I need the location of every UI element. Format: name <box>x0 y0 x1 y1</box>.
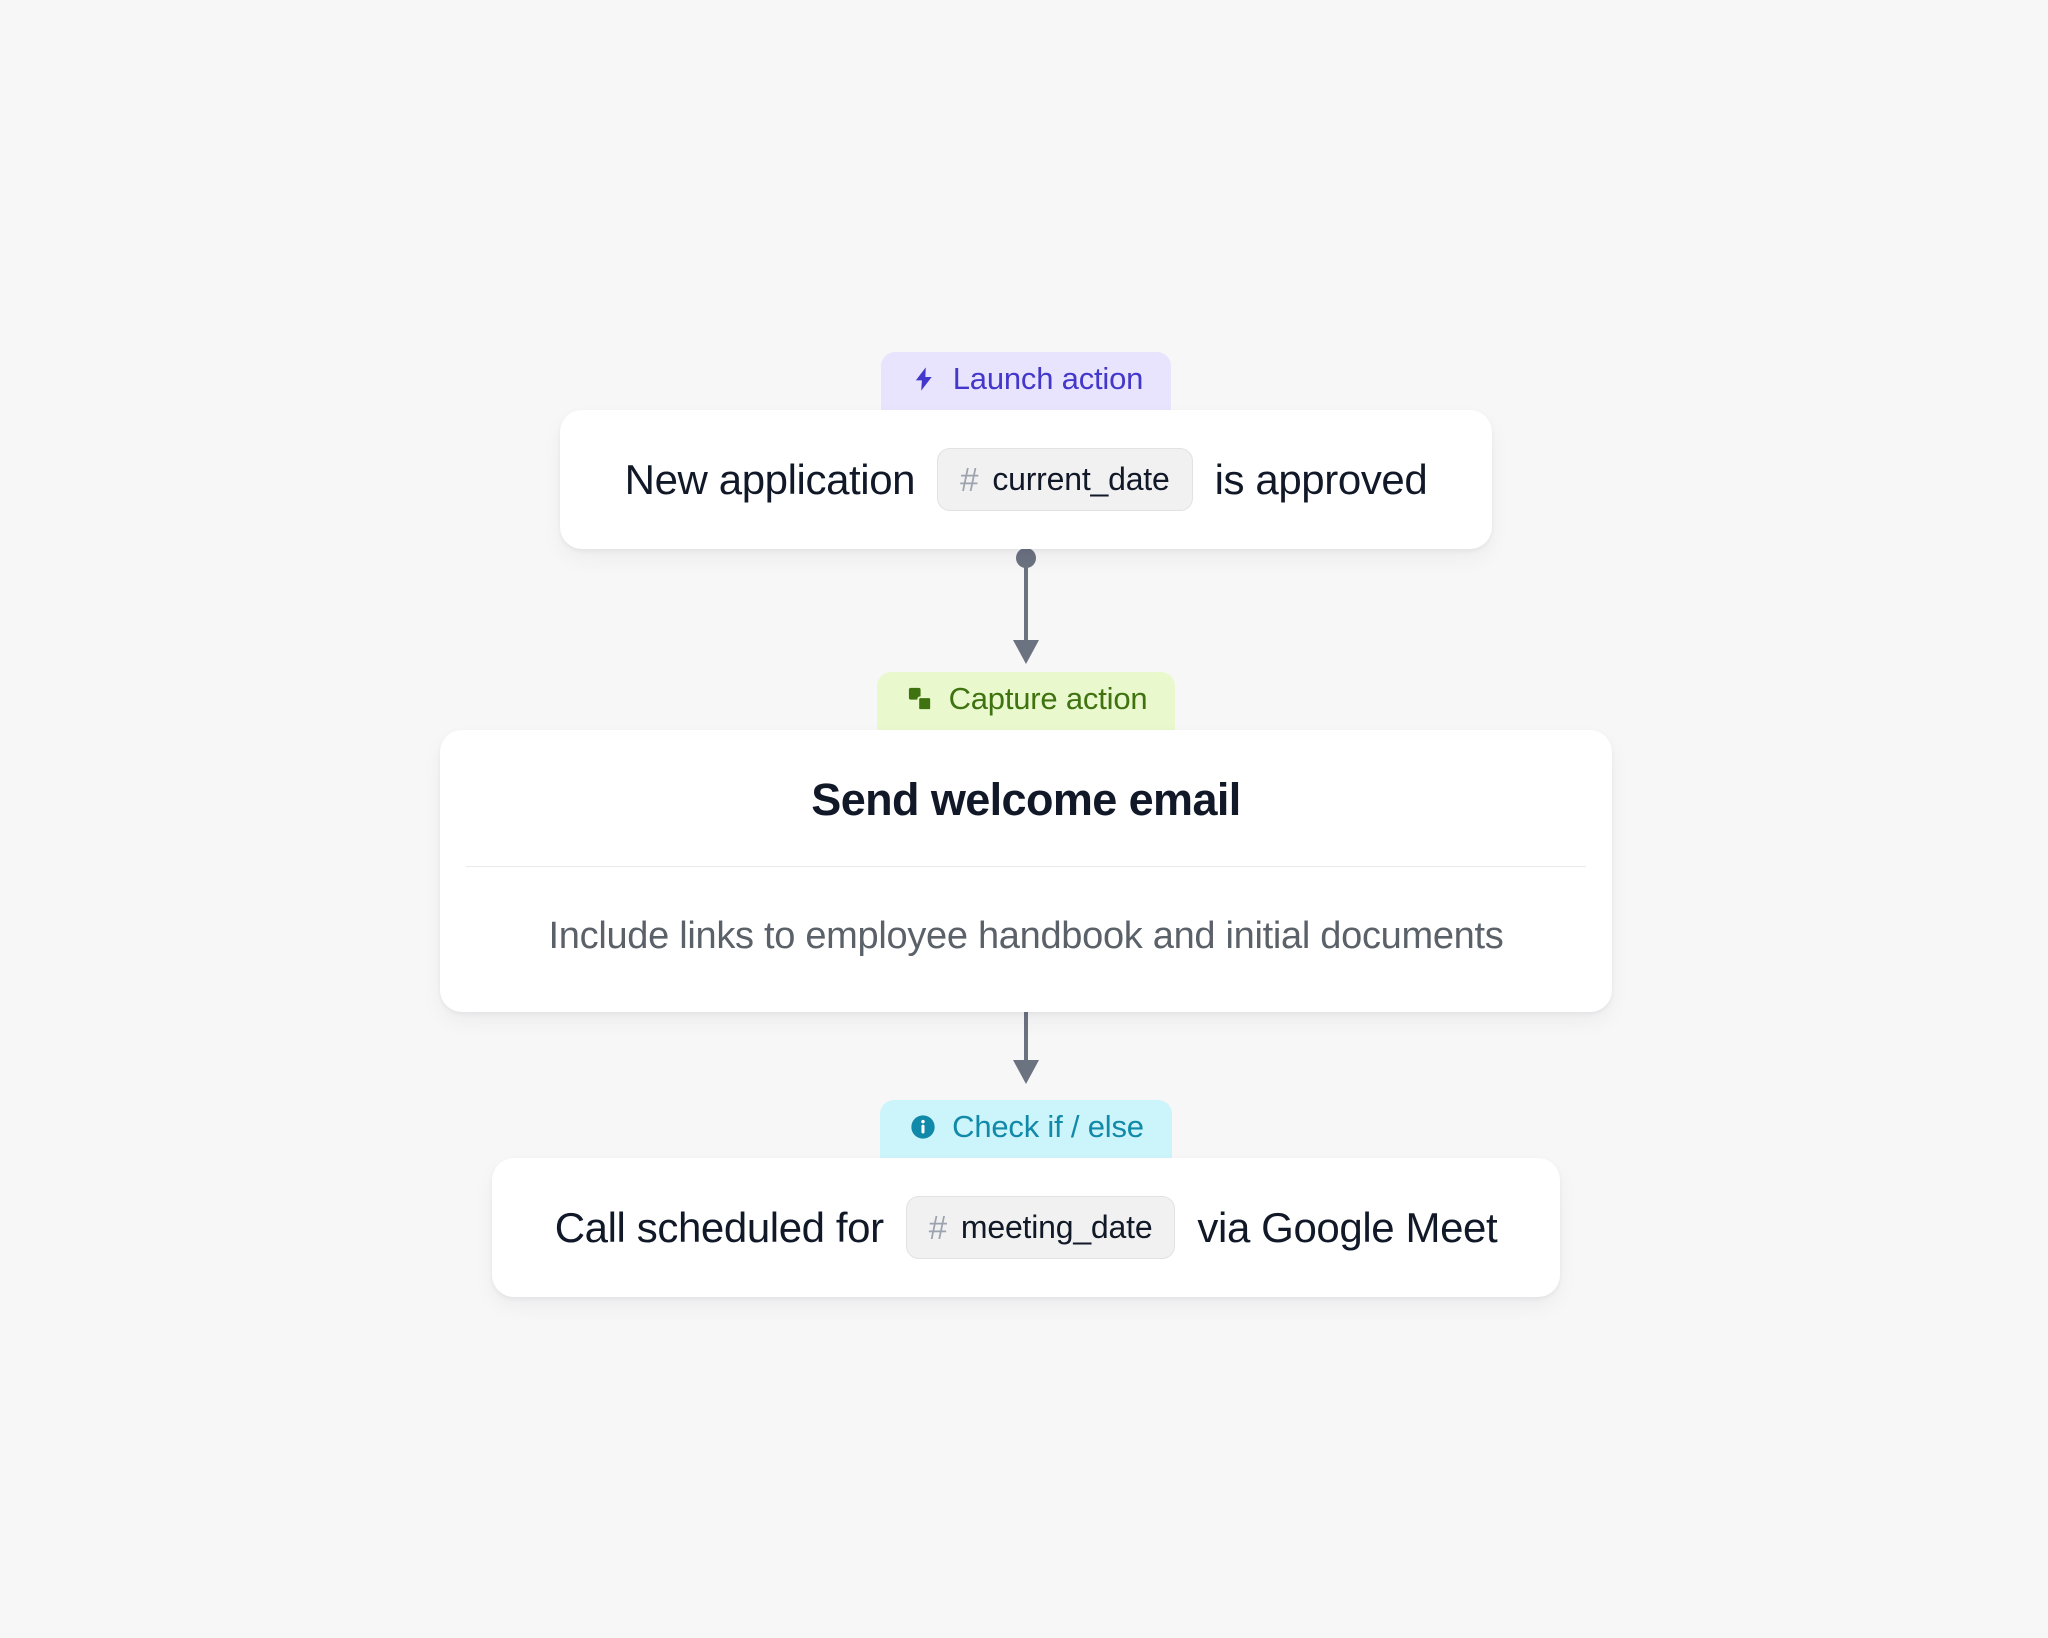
check-if-else-text-after: via Google Meet <box>1197 1203 1498 1251</box>
launch-action-badge-label: Launch action <box>952 361 1144 396</box>
capture-action-subtitle: Include links to employee handbook and i… <box>548 915 1504 957</box>
variable-pill-current-date[interactable]: # current_date <box>937 448 1193 511</box>
check-if-else-badge[interactable]: Check if / else <box>880 1100 1172 1158</box>
card-divider <box>466 866 1586 867</box>
check-if-else-node[interactable]: Check if / else Call scheduled for # mee… <box>492 1100 1560 1297</box>
copy-squares-icon <box>905 684 935 714</box>
hash-icon: # <box>960 461 979 498</box>
launch-action-badge-row: Launch action <box>560 352 1492 410</box>
launch-action-node[interactable]: Launch action New application # current_… <box>560 352 1492 549</box>
launch-action-text-after: is approved <box>1214 455 1428 503</box>
variable-pill-meeting-date[interactable]: # meeting_date <box>905 1196 1176 1259</box>
capture-action-badge[interactable]: Capture action <box>876 672 1176 730</box>
capture-action-node[interactable]: Capture action Send welcome email Includ… <box>440 672 1612 1012</box>
info-circle-icon <box>908 1112 938 1142</box>
variable-name: current_date <box>992 461 1170 497</box>
capture-action-badge-label: Capture action <box>948 681 1148 716</box>
check-if-else-badge-label: Check if / else <box>952 1109 1144 1144</box>
variable-name: meeting_date <box>960 1209 1153 1245</box>
launch-action-badge[interactable]: Launch action <box>880 352 1172 410</box>
capture-action-title: Send welcome email <box>811 774 1241 825</box>
check-if-else-badge-row: Check if / else <box>492 1100 1560 1158</box>
check-if-else-card[interactable]: Call scheduled for # meeting_date via Go… <box>492 1158 1560 1297</box>
hash-icon: # <box>928 1209 947 1246</box>
connector-launch-to-capture <box>1013 548 1039 664</box>
capture-action-badge-row: Capture action <box>440 672 1612 730</box>
check-if-else-text-before: Call scheduled for <box>554 1203 884 1251</box>
capture-action-card[interactable]: Send welcome email Include links to empl… <box>440 730 1612 1012</box>
lightning-bolt-icon <box>909 364 939 394</box>
launch-action-text-before: New application <box>624 455 916 503</box>
launch-action-card[interactable]: New application # current_date is approv… <box>560 410 1492 549</box>
